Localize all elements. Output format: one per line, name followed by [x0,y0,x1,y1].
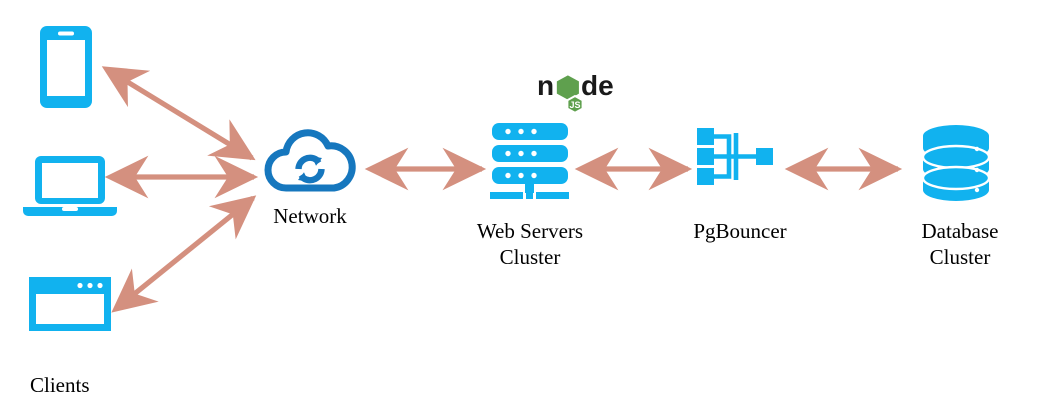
client-mobile-node[interactable] [38,24,94,110]
server-rack-icon [490,123,569,199]
web-servers-label-line1: Web Servers [476,219,584,243]
web-servers-label-line2: Cluster [499,245,561,269]
nodejs-logo: n de JS [537,68,617,116]
arrow-browser-network [111,195,257,313]
pgbouncer-node[interactable] [695,126,777,188]
network-label: Network [273,204,347,228]
browser-window-icon [29,277,111,331]
connection-pool-icon [697,128,773,185]
svg-text:de: de [581,70,614,101]
web-servers-node[interactable] [488,122,572,200]
nodejs-wordmark-icon: n de JS [537,70,614,114]
client-browser-node[interactable] [28,276,112,332]
client-laptop-node[interactable] [22,155,118,217]
clients-group-label: Clients [30,373,90,397]
database-label-line1: Database [921,219,999,243]
database-label-line2: Cluster [929,245,991,269]
database-node[interactable] [920,124,992,201]
svg-text:n: n [537,70,554,101]
database-cylinder-icon [921,125,991,201]
smartphone-icon [40,26,92,108]
laptop-icon [23,156,117,216]
svg-text:JS: JS [569,100,580,110]
arrow-mobile-network [101,66,256,161]
cloud-sync-icon [264,129,356,192]
pgbouncer-label: PgBouncer [693,219,787,243]
network-node[interactable] [262,126,358,192]
